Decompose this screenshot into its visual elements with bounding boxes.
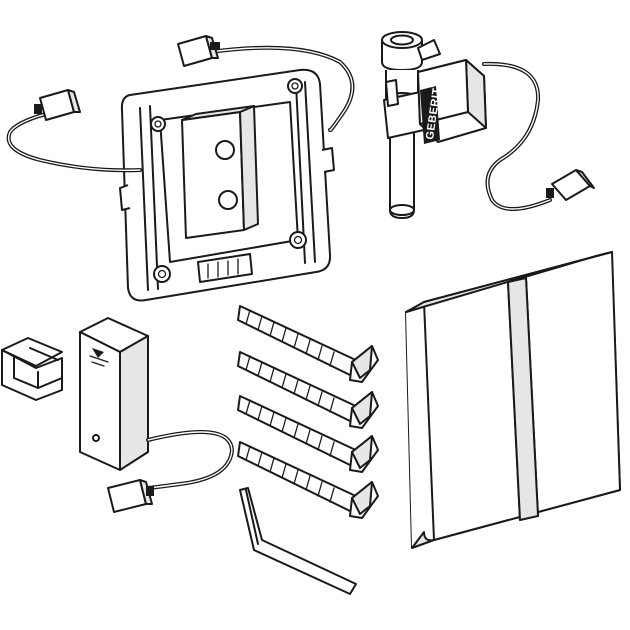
frame-cable [6, 35, 355, 173]
battery-clip [1, 337, 63, 401]
screw [237, 441, 379, 519]
valve-cable-connector [546, 169, 595, 201]
screw [237, 351, 379, 429]
valve-cable [482, 61, 595, 211]
screw [237, 305, 379, 383]
hex-key [239, 487, 357, 595]
frame-cable-connector-left [34, 89, 81, 121]
battery-cable [107, 430, 235, 513]
valve-brand-label: GEBERIT [420, 86, 443, 144]
cover-plate [405, 251, 621, 549]
battery-cable-connector [107, 479, 154, 513]
screw-set [237, 305, 379, 519]
solenoid-valve: GEBERIT [381, 31, 487, 219]
frame-cable-connector-top [177, 35, 220, 67]
battery-box [79, 317, 149, 471]
mounting-frame [119, 68, 335, 302]
screw [237, 395, 379, 473]
